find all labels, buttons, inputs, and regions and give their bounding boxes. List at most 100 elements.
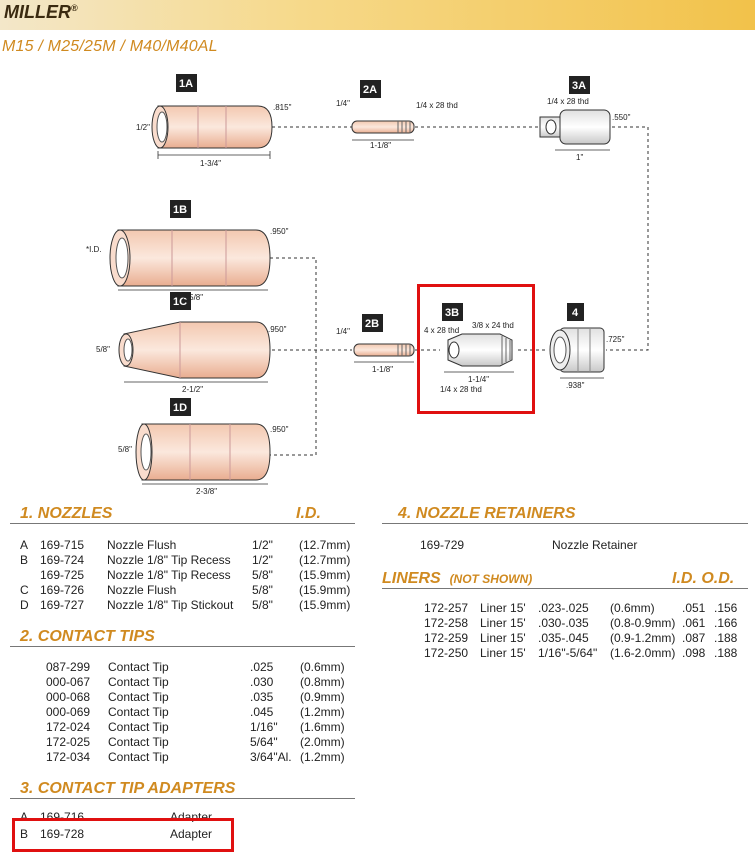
cell-p: 172-025 [46,735,91,749]
cell-s: 5/64" [250,735,278,749]
dimension-label: 1" [576,153,583,162]
cell-m: (1.2mm) [300,705,345,719]
part-tag-5: 2B [365,318,379,330]
dimension-label: 5/8" [118,445,132,454]
cell-s: .023-.025 [538,601,589,615]
highlight-adapter-b [12,818,234,852]
cell-p: 000-068 [46,690,91,704]
cell-p: 172-259 [424,631,469,645]
cell-s: 3/64"Al. [250,750,292,764]
cell-id: .051 [682,601,706,615]
nozzles-title: 1. NOZZLES [20,505,113,522]
cell-d: Liner 15' [480,646,526,660]
dimension-label: 1/4 x 28 thd [416,101,458,110]
cell-d: Contact Tip [108,660,169,674]
cell-m: (15.9mm) [299,583,351,597]
cell-v: C [20,583,29,597]
dimension-label: 2-5/8" [182,293,203,302]
cell-d: Liner 15' [480,601,526,615]
cell-s: 1/16" [250,720,278,734]
cell-d: Liner 15' [480,616,526,630]
cell-p: 169-727 [40,598,85,612]
cell-m: (12.7mm) [299,538,351,552]
cell-d: Contact Tip [108,720,169,734]
dimension-label: 1-1/4" [468,375,489,384]
dimension-label: 1-3/4" [200,159,221,168]
divider [10,798,355,799]
divider [382,523,748,524]
cell-m: (0.6mm) [610,601,655,615]
cell-v: A [20,538,29,552]
cell-p: 000-067 [46,675,91,689]
dimension-label: 1/2" [136,123,150,132]
cell-s: .035-.045 [538,631,589,645]
cell-od: .166 [714,616,738,630]
nozzle-1d [135,423,271,481]
cell-p: 172-258 [424,616,469,630]
dimension-label: .550" [612,113,631,122]
cell-s: .030 [250,675,274,689]
cell-p: 087-299 [46,660,91,674]
cell-m: (0.8mm) [300,675,345,689]
dimension-label: 2-1/2" [182,385,203,394]
cell-od: .188 [714,631,738,645]
cell-od: .188 [714,646,738,660]
contact-tip-2b [353,343,415,357]
dimension-label: 1-1/8" [372,365,393,374]
cell-m: (0.9-1.2mm) [610,631,676,645]
cell-d: Liner 15' [480,631,526,645]
cell-i: 1/2" [252,553,273,567]
divider [10,646,355,647]
cell-p: 169-726 [40,583,85,597]
dimension-label: .815" [273,103,292,112]
cell-s: .035 [250,690,274,704]
cell-p: 169-715 [40,538,85,552]
cell-m: (0.6mm) [300,660,345,674]
dimension-label: 1/4" [336,327,350,336]
dimension-label: *I.D. [86,245,102,254]
part-tag-4: 1C [173,296,187,308]
cell-i: 5/8" [252,598,273,612]
part-tag-6: 3B [445,307,459,319]
dimension-label: 5/8" [96,345,110,354]
adapter-3a [539,109,611,145]
cell-m: (1.2mm) [300,750,345,764]
cell-s: .045 [250,705,274,719]
nozzle-1b [109,229,271,287]
cell-v: D [20,598,29,612]
dimension-label: 1/4 x 28 thd [440,385,482,394]
header-bar [0,0,755,30]
dimension-label: .950" [270,227,289,236]
cell-i: 5/8" [252,568,273,582]
cell-m: (2.0mm) [300,735,345,749]
dimension-label: .950" [270,425,289,434]
liners-title: LINERS (NOT SHOWN) [382,570,533,587]
dimension-label: 1-1/8" [370,141,391,150]
cell-m: (15.9mm) [299,568,351,582]
cell-d: Nozzle 1/8" Tip Recess [107,568,231,582]
cell-m: (1.6mm) [300,720,345,734]
dimension-label: 2-3/8" [196,487,217,496]
cell-d: Nozzle Flush [107,538,177,552]
dimension-label: .950" [268,325,287,334]
cell-s: 1/16"-5/64" [538,646,598,660]
cell-d: Contact Tip [108,750,169,764]
part-tag-2: 3A [572,80,586,92]
nozzle-1a [151,105,273,149]
cell-d: Contact Tip [108,675,169,689]
divider [10,523,355,524]
cell-p: 172-250 [424,646,469,660]
cell-p: 172-034 [46,750,91,764]
cell-id: .087 [682,631,706,645]
dimension-label: 1/4 x 28 thd [547,97,589,106]
cell-od: .156 [714,601,738,615]
cell-s: .025 [250,660,274,674]
contact-tip-2a [351,120,415,134]
cell-d: Contact Tip [108,690,169,704]
dimension-label: 1/4" [336,99,350,108]
cell-i: 1/2" [252,538,273,552]
cell-p: 172-024 [46,720,91,734]
cell-d: Nozzle 1/8" Tip Stickout [107,598,234,612]
model-list: M15 / M25/25M / M40/M40AL [2,38,218,55]
